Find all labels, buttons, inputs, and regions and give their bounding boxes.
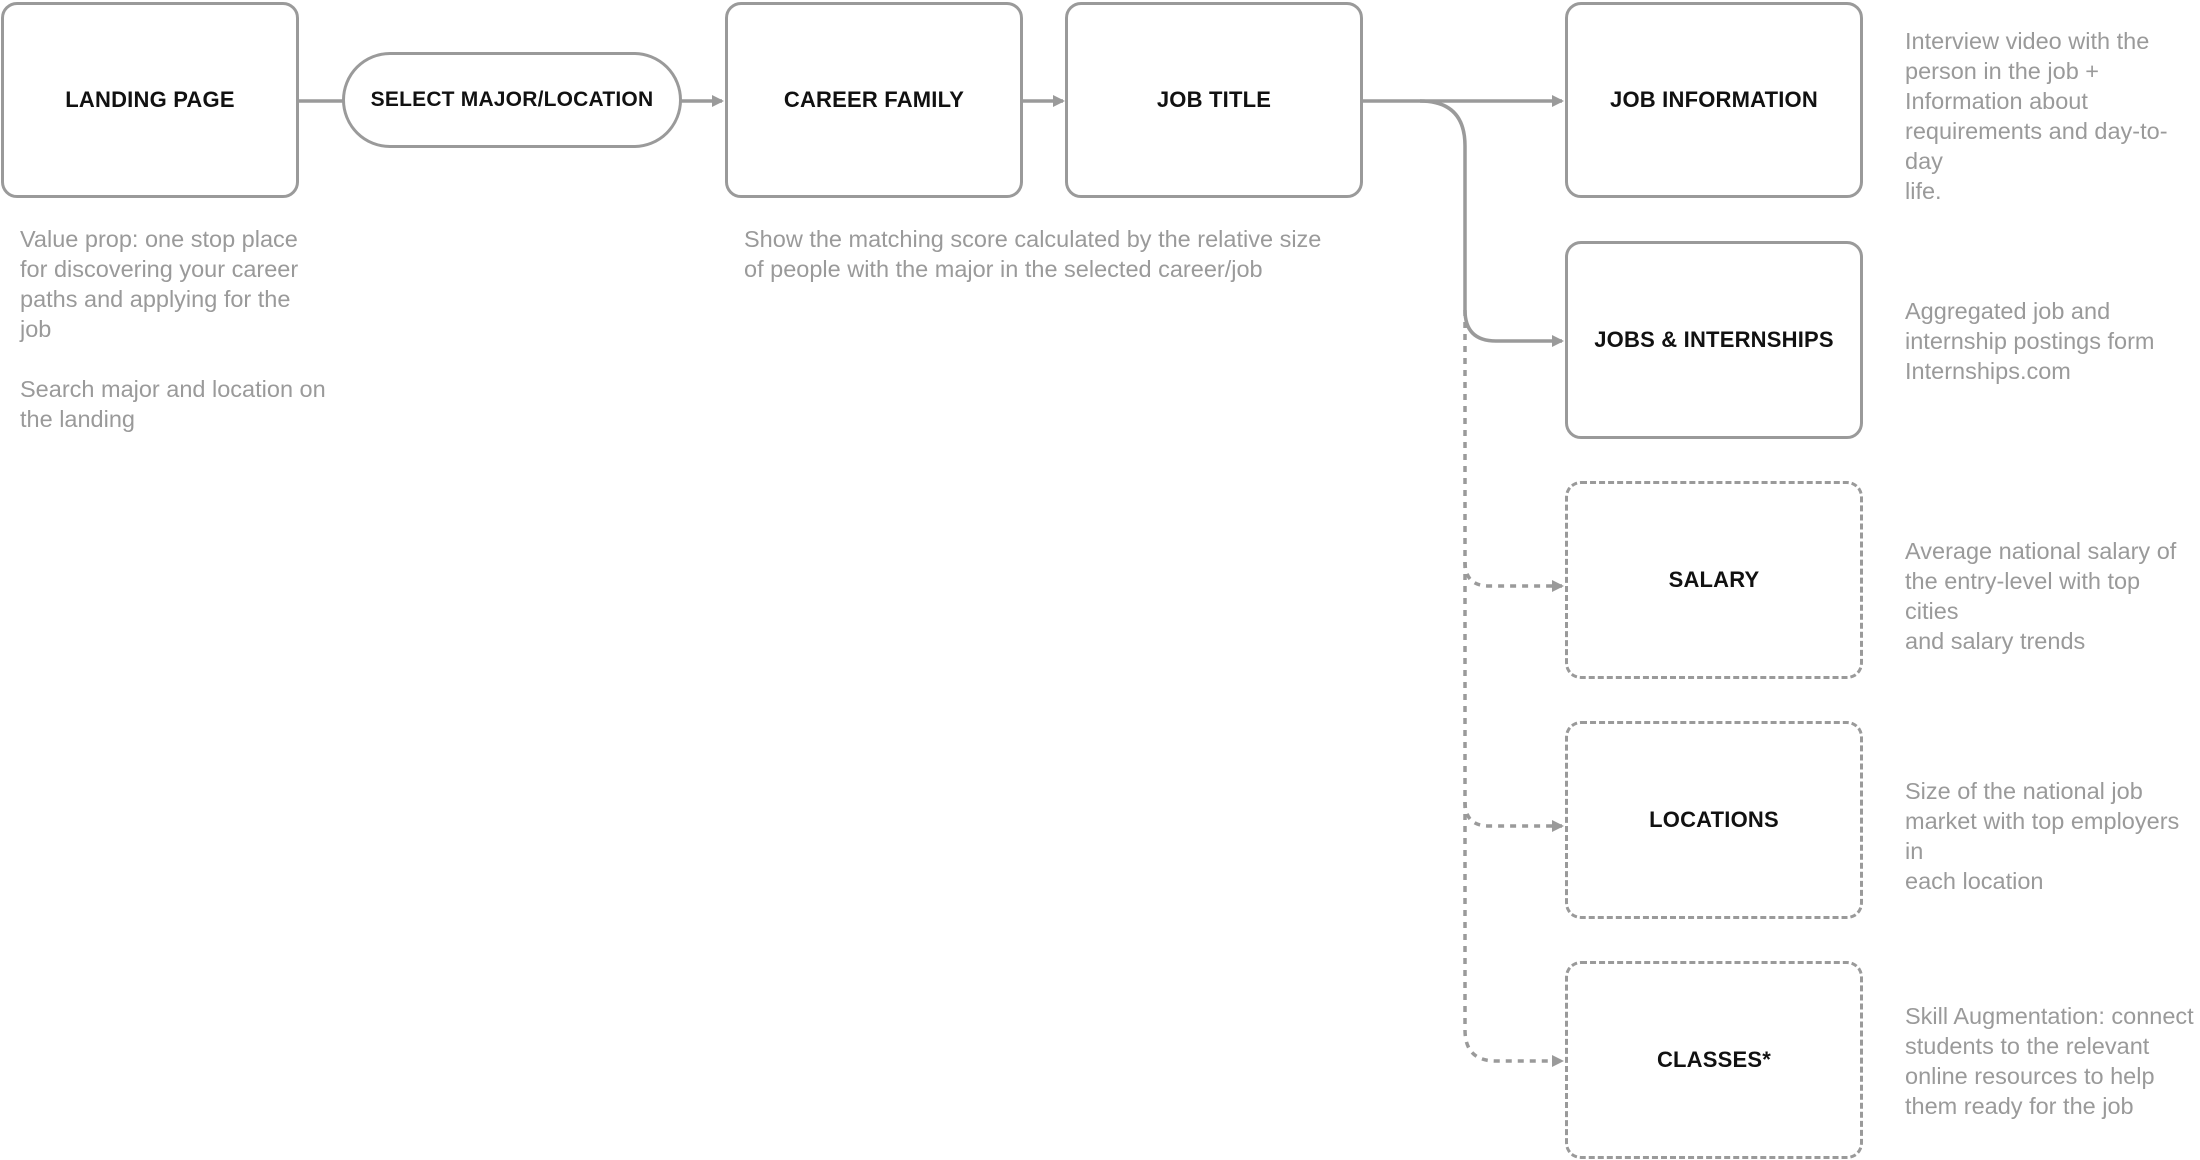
- node-salary[interactable]: SALARY: [1565, 481, 1863, 679]
- note-career-matching: Show the matching score calculated by th…: [744, 226, 1322, 282]
- node-select-major-location[interactable]: SELECT MAJOR/LOCATION: [342, 52, 682, 148]
- arrow-jobtitle-to-jobs-internships: [1419, 99, 1564, 347]
- node-classes-label: CLASSES*: [1656, 1047, 1772, 1072]
- node-job-title-label: JOB TITLE: [1156, 87, 1272, 112]
- dashed-arrow-to-locations: [1463, 801, 1564, 832]
- note-jobs-internships: Aggregated job and internship postings f…: [1905, 298, 2155, 384]
- node-locations[interactable]: LOCATIONS: [1565, 721, 1863, 919]
- node-landing-page[interactable]: LANDING PAGE: [1, 2, 299, 198]
- note-locations: Size of the national job market with top…: [1905, 778, 2180, 894]
- node-classes[interactable]: CLASSES*: [1565, 961, 1863, 1159]
- node-career-family-label: CAREER FAMILY: [783, 87, 965, 112]
- note-classes: Skill Augmentation: connect students to …: [1905, 1003, 2194, 1119]
- node-locations-label: LOCATIONS: [1649, 807, 1779, 832]
- note-landing-search: Search major and location on the landing: [20, 376, 326, 432]
- note-salary: Average national salary of the entry-lev…: [1905, 538, 2177, 654]
- note-job-information: Interview video with the person in the j…: [1905, 28, 2168, 204]
- node-career-family[interactable]: CAREER FAMILY: [725, 2, 1023, 198]
- node-job-information[interactable]: JOB INFORMATION: [1565, 2, 1863, 198]
- node-job-title[interactable]: JOB TITLE: [1065, 2, 1363, 198]
- dashed-arrow-to-classes: [1463, 1029, 1564, 1067]
- node-job-information-label: JOB INFORMATION: [1610, 87, 1818, 112]
- node-salary-label: SALARY: [1668, 567, 1760, 592]
- dashed-arrow-to-salary: [1463, 561, 1564, 592]
- node-landing-page-label: LANDING PAGE: [65, 87, 235, 112]
- node-jobs-internships-label: JOBS & INTERNSHIPS: [1594, 327, 1834, 352]
- note-landing-value-prop: Value prop: one stop place for discoveri…: [20, 226, 299, 342]
- node-select-major-location-label: SELECT MAJOR/LOCATION: [370, 88, 654, 111]
- node-jobs-internships[interactable]: JOBS & INTERNSHIPS: [1565, 241, 1863, 439]
